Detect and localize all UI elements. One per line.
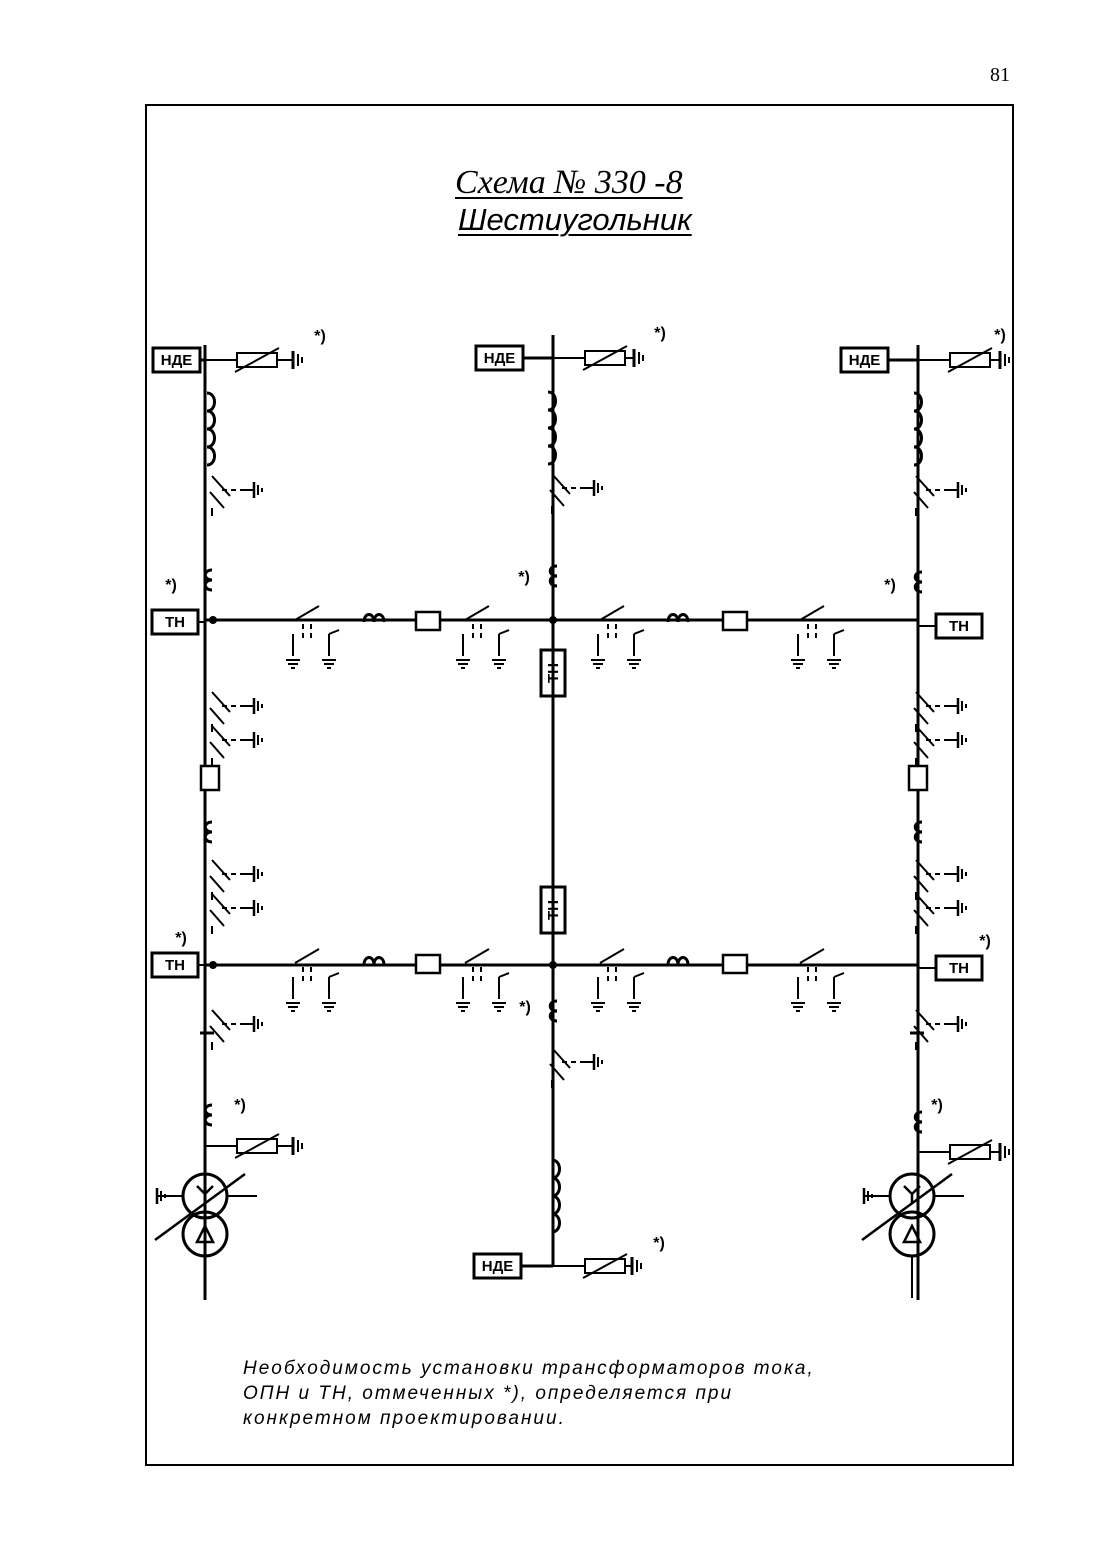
current-transformer-icon	[203, 820, 213, 844]
footnote-line-2: ОПН и ТН, отмеченных *), определяется пр…	[243, 1383, 734, 1404]
circuit-breaker-icon	[907, 764, 929, 792]
switch-icon	[456, 605, 510, 669]
junction-dot	[549, 961, 557, 969]
circuit-breaker-icon	[199, 764, 221, 792]
junction-dot	[209, 961, 217, 969]
switch-icon	[591, 948, 645, 1012]
footnote: Необходимость установки трансформаторов …	[243, 1356, 943, 1431]
svg-text:*): *)	[979, 933, 991, 950]
switch-icon	[791, 948, 845, 1012]
svg-text:*): *)	[931, 1097, 943, 1114]
svg-text:ТН: ТН	[949, 618, 969, 635]
svg-text:*): *)	[884, 577, 896, 594]
scheme-subtitle: Шестиугольник	[458, 202, 692, 237]
switch-icon	[913, 691, 967, 732]
svg-text:*): *)	[654, 325, 666, 342]
circuit-breaker-icon	[721, 953, 749, 975]
scheme-title: Схема № 330 -8	[455, 164, 683, 201]
circuit-breaker-icon	[721, 610, 749, 632]
current-transformer-icon	[666, 956, 690, 966]
circuit-breaker-icon	[414, 610, 442, 632]
svg-text:ТН: ТН	[545, 663, 562, 683]
svg-text:*): *)	[519, 999, 531, 1016]
reactor-icon	[547, 390, 557, 466]
switch-icon	[456, 948, 510, 1012]
svg-text:ТН: ТН	[165, 614, 185, 631]
page-number: 81	[990, 64, 1010, 86]
svg-text:*): *)	[518, 569, 530, 586]
current-transformer-icon	[548, 999, 558, 1023]
reactor-icon	[206, 391, 216, 467]
nde-box-bottom: НДЕ	[472, 1252, 523, 1280]
current-transformer-icon	[548, 564, 558, 588]
switch-icon	[591, 605, 645, 669]
nde-box-left: НДЕ	[151, 346, 202, 374]
surge-arrester-icon	[918, 347, 1010, 373]
switch-icon	[913, 859, 967, 900]
reactor-icon	[551, 1158, 561, 1234]
tn-box-right-bottom: ТН	[934, 954, 984, 982]
page-frame	[145, 104, 1014, 1466]
surge-arrester-icon	[205, 1133, 303, 1159]
current-transformer-icon	[203, 568, 213, 592]
svg-text:ТН: ТН	[545, 900, 562, 920]
svg-text:НДЕ: НДЕ	[161, 352, 193, 369]
switch-icon	[913, 475, 967, 516]
tn-box-left-top: ТН	[150, 608, 200, 636]
circuit-breaker-icon	[414, 953, 442, 975]
svg-text:*): *)	[175, 930, 187, 947]
switch-icon	[286, 605, 340, 669]
svg-text:НДЕ: НДЕ	[482, 1258, 514, 1275]
switch-icon	[913, 1009, 967, 1050]
surge-arrester-icon	[205, 347, 303, 373]
junction-dot	[209, 616, 217, 624]
switch-icon	[913, 893, 967, 934]
current-transformer-icon	[913, 820, 923, 844]
svg-text:*): *)	[165, 577, 177, 594]
reactor-icon	[913, 391, 923, 467]
svg-text:*): *)	[653, 1235, 665, 1252]
svg-text:*): *)	[234, 1097, 246, 1114]
svg-text:ТН: ТН	[165, 957, 185, 974]
autotransformer-icon	[154, 1172, 257, 1298]
svg-text:НДЕ: НДЕ	[849, 352, 881, 369]
current-transformer-icon	[666, 613, 690, 623]
switch-icon	[209, 725, 263, 766]
autotransformer-icon	[861, 1172, 964, 1298]
footnote-line-1: Необходимость установки трансформаторов …	[243, 1358, 815, 1379]
tn-box-left-bottom: ТН	[150, 951, 200, 979]
svg-text:НДЕ: НДЕ	[484, 350, 516, 367]
switch-icon	[913, 725, 967, 766]
current-transformer-icon	[362, 613, 386, 623]
surge-arrester-icon	[918, 1139, 1010, 1165]
tn-box-right-top: ТН	[934, 612, 984, 640]
svg-text:ТН: ТН	[949, 960, 969, 977]
switch-icon	[549, 473, 603, 514]
current-transformer-icon	[203, 1103, 213, 1127]
current-transformer-icon	[913, 1110, 923, 1134]
current-transformer-icon	[362, 956, 386, 966]
nde-connections	[198, 356, 936, 1268]
nde-box-right: НДЕ	[839, 346, 890, 374]
switch-icon	[209, 893, 263, 934]
switch-icon	[286, 948, 340, 1012]
footnote-line-3: конкретном проектировании.	[243, 1408, 566, 1429]
conductors	[203, 335, 920, 1300]
current-transformer-icon	[913, 570, 923, 594]
switch-icon	[209, 475, 263, 516]
surge-arrester-icon	[553, 1253, 642, 1279]
switch-icon	[791, 605, 845, 669]
switch-icon	[209, 1009, 263, 1050]
switch-icon	[209, 691, 263, 732]
nde-box-center: НДЕ	[474, 344, 525, 372]
switch-icon	[549, 1047, 603, 1088]
surge-arrester-icon	[553, 345, 644, 371]
svg-text:*): *)	[994, 327, 1006, 344]
switch-icon	[209, 859, 263, 900]
svg-text:*): *)	[314, 328, 326, 345]
optional-equipment-marks: *) *) *) *) *) *) *) *) *) *) *) *)	[165, 325, 1006, 1252]
